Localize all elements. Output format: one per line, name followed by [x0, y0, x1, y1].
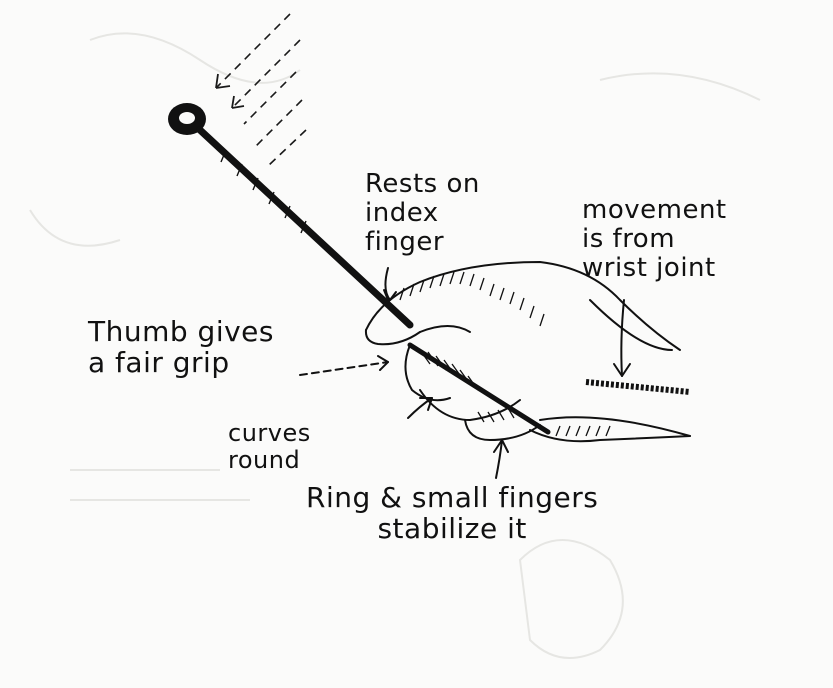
pointer-arrows — [300, 268, 630, 478]
label-movement-wrist: movement is from wrist joint — [582, 196, 727, 283]
label-rests-on-index-finger: Rests on index finger — [365, 170, 480, 257]
label-ring-small-fingers: Ring & small fingers stabilize it — [306, 482, 598, 545]
motion-dashes — [216, 14, 306, 166]
wrist-movement-marker — [586, 382, 690, 392]
hand-outline — [366, 262, 690, 441]
label-curves-round: curves round — [228, 420, 311, 474]
label-thumb-grip: Thumb gives a fair grip — [88, 316, 274, 379]
hand-shading — [400, 272, 610, 436]
